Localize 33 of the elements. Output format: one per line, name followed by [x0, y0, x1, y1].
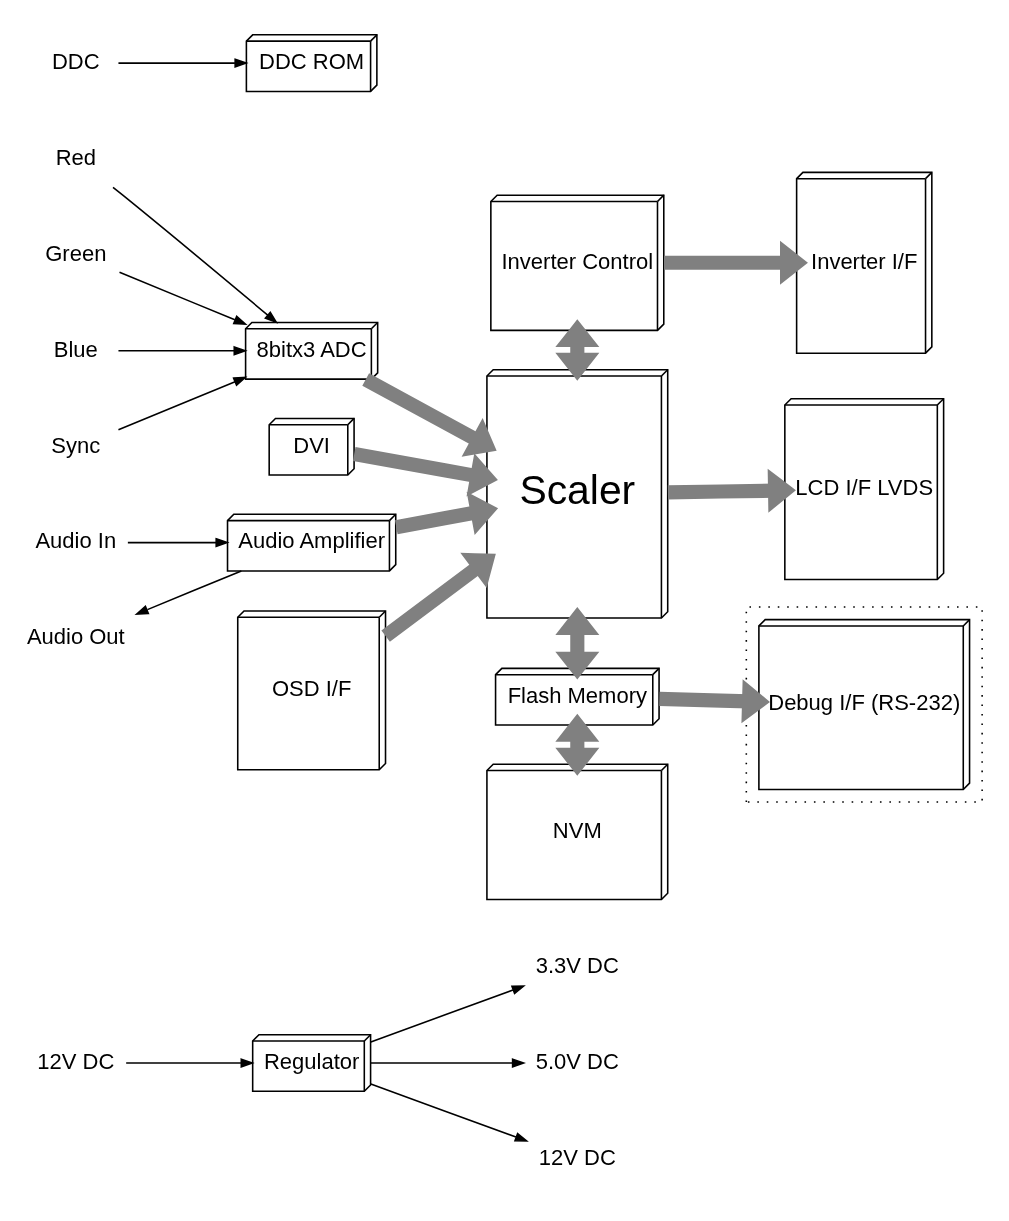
arrow [394, 491, 498, 535]
arrow [380, 552, 496, 642]
node-text: 5.0V DC [535, 1048, 619, 1074]
cluster [745, 605, 983, 803]
arrow [352, 446, 498, 497]
arrow [369, 1057, 526, 1068]
arrow [663, 240, 808, 285]
arrow [361, 372, 497, 457]
arrow [369, 984, 526, 1043]
arrow [117, 345, 248, 356]
node-text: 12V DC [36, 1048, 114, 1074]
arrow [126, 537, 230, 548]
node-text: 12V DC [538, 1144, 616, 1170]
arrow [554, 713, 599, 776]
arrow [117, 57, 249, 68]
arrow [117, 376, 247, 431]
node-text: 3.3V DC [535, 952, 619, 978]
arrow [554, 606, 599, 680]
node-text: Red [55, 144, 96, 170]
arrow [554, 318, 599, 381]
node-text: Blue [53, 336, 98, 362]
arrow [118, 271, 248, 325]
node-text: Sync [50, 432, 100, 458]
node-text: DDC [51, 48, 100, 74]
node-text: Audio In [34, 527, 116, 553]
arrow [658, 678, 770, 723]
node-text: Green [44, 240, 106, 266]
arrow [111, 186, 278, 324]
arrow [667, 468, 796, 513]
node-text: Audio Out [26, 623, 125, 649]
arrow [369, 1082, 529, 1142]
arrow [134, 569, 242, 615]
arrow [124, 1057, 255, 1068]
